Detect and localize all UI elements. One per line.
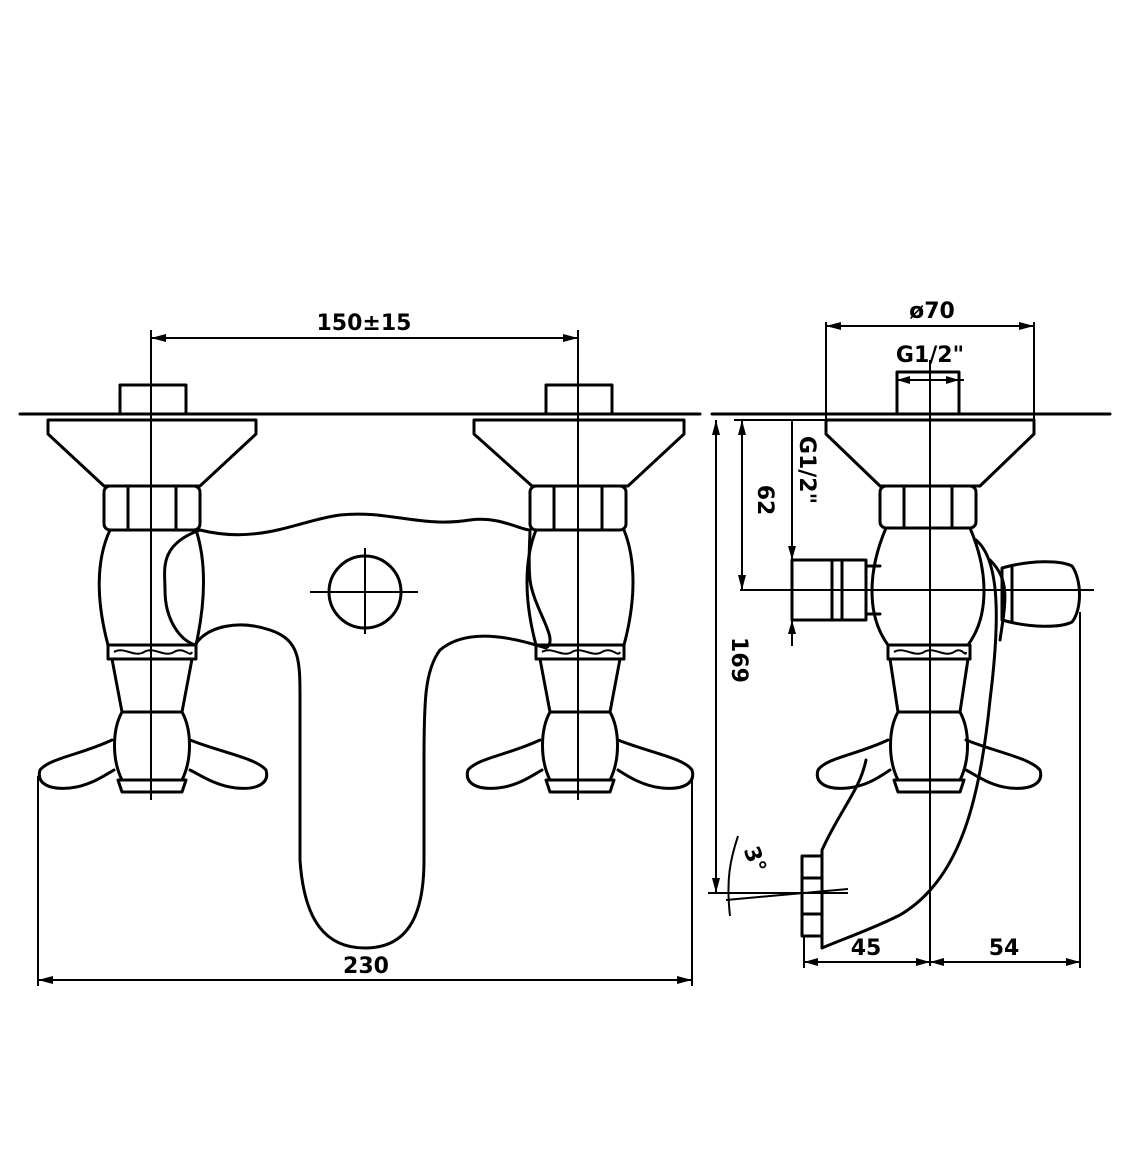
right-cross-handle — [465, 710, 695, 794]
side-view: ø70 G1/2" G1/2" 62 169 3° — [708, 299, 1112, 968]
right-escutcheon — [472, 418, 686, 488]
dim-label-62: 62 — [752, 485, 777, 516]
dim-label-thread-top: G1/2" — [896, 343, 964, 368]
dim-label-centers: 150±15 — [317, 311, 412, 336]
spout-outlet — [800, 854, 824, 938]
dim-label-angle: 3° — [738, 843, 770, 876]
front-view: 150±15 230 — [18, 311, 702, 986]
right-spindle-housing — [538, 657, 622, 714]
mixer-body — [163, 512, 552, 950]
dim-label-54: 54 — [989, 936, 1020, 961]
dim-label-thread-side: G1/2" — [794, 436, 819, 504]
side-cross-handle — [815, 710, 1043, 794]
diverter-knob — [1000, 560, 1081, 628]
dim-label-45: 45 — [851, 936, 882, 961]
spout — [820, 538, 998, 950]
top-connector — [895, 370, 961, 416]
dim-label-width: 230 — [343, 954, 389, 979]
left-cross-handle — [37, 710, 269, 794]
left-connector — [118, 383, 188, 416]
dim-label-diameter: ø70 — [909, 299, 955, 324]
side-hex-nut — [878, 484, 978, 530]
left-escutcheon — [46, 418, 258, 488]
right-valve-body — [525, 528, 635, 647]
side-valve-body — [870, 526, 986, 647]
dim-label-169: 169 — [726, 637, 751, 683]
